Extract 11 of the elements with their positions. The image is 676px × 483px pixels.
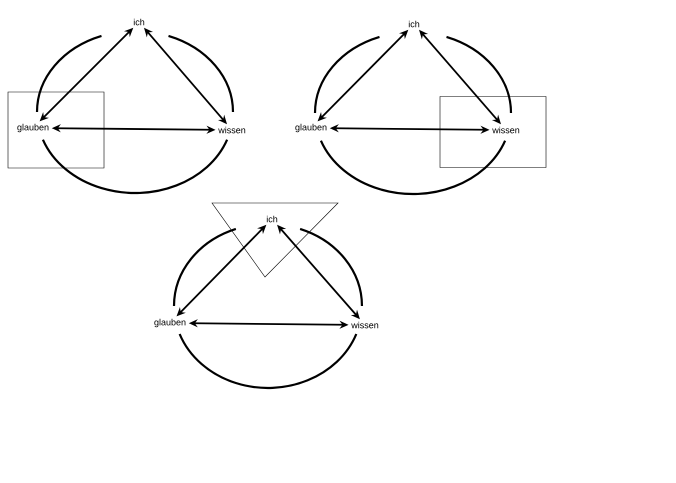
node-label: glauben xyxy=(154,318,186,328)
node-label: ich xyxy=(134,18,144,26)
node-label: wissen xyxy=(218,126,246,134)
node-label: glauben xyxy=(295,124,326,132)
node-label: glauben xyxy=(17,124,48,132)
node-label: ich xyxy=(266,216,278,222)
rectangle-outline xyxy=(440,96,546,168)
node-label: wissen xyxy=(351,322,378,328)
node-label: ich xyxy=(408,20,420,28)
node-label: wissen xyxy=(492,126,520,134)
rectangle-outline xyxy=(8,92,104,168)
